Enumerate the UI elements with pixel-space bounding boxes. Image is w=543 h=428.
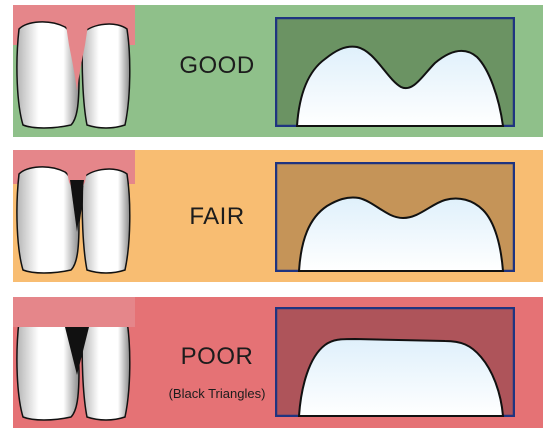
label-good: GOOD [147,52,287,80]
label-poor: POOR [147,343,287,371]
row-good: GOOD [13,5,543,137]
profile-panel-fair [275,162,515,272]
sublabel-poor: (Black Triangles) [147,386,287,401]
right-tooth [82,169,130,273]
teeth-illustration-fair [13,150,135,282]
gum-strip [13,297,135,327]
profile-panel-good [275,17,515,127]
profile-panel-poor [275,307,515,417]
row-fair: FAIR [13,150,543,282]
interdental-profile [299,339,503,416]
teeth-illustration-poor [13,297,135,428]
right-tooth [82,24,130,128]
right-tooth [82,316,130,420]
row-poor: POOR (Black Triangles) [13,297,543,428]
label-fair: FAIR [147,203,287,231]
teeth-illustration-good [13,5,135,137]
